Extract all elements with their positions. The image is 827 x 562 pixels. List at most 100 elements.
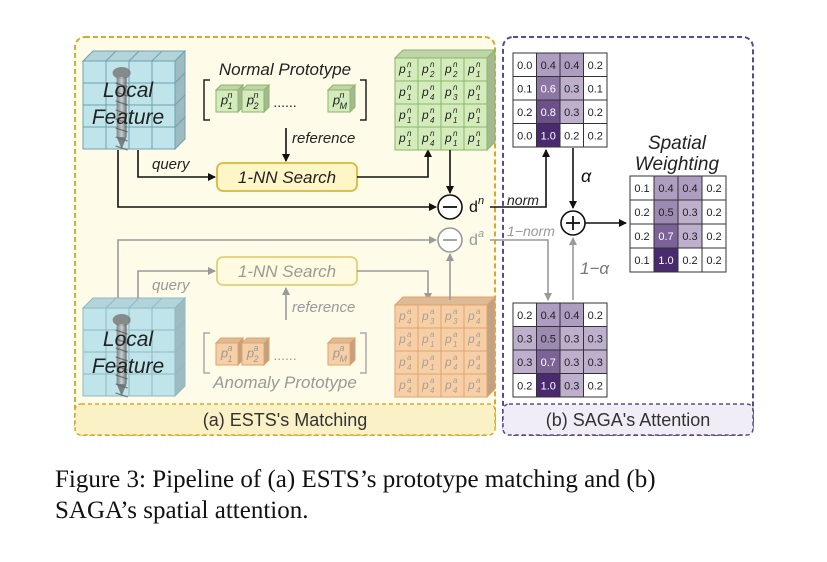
- svg-text:1: 1: [430, 340, 434, 349]
- matrix-value: 0.3: [588, 357, 603, 369]
- svg-text:p: p: [421, 355, 429, 369]
- svg-text:n: n: [476, 106, 481, 115]
- svg-text:n: n: [478, 195, 484, 207]
- svg-text:d: d: [469, 232, 478, 249]
- svg-text:2: 2: [429, 70, 435, 79]
- matrix-value: 0.3: [682, 231, 697, 243]
- svg-text:M: M: [339, 354, 347, 364]
- svg-text:4: 4: [430, 139, 435, 148]
- matrix-value: 0.0: [517, 130, 532, 142]
- svg-text:p: p: [220, 346, 228, 361]
- svg-text:p: p: [398, 332, 406, 346]
- matrix-value: 0.5: [658, 207, 673, 219]
- matrix-cell: [583, 123, 608, 148]
- anomaly-norm-arrow: [490, 239, 552, 301]
- svg-text:n: n: [453, 106, 458, 115]
- svg-text:a: a: [253, 343, 258, 353]
- matrix-value: 0.4: [541, 310, 556, 322]
- svg-text:4: 4: [407, 340, 412, 349]
- spatial-title-line2: Weighting: [635, 154, 720, 175]
- matrix-value: 0.4: [541, 60, 556, 72]
- svg-text:n: n: [430, 106, 435, 115]
- normal-prototype-title: Normal Prototype: [219, 60, 351, 79]
- svg-text:p: p: [421, 108, 429, 122]
- svg-text:4: 4: [453, 363, 458, 372]
- matrix-cell: [677, 175, 703, 201]
- svg-text:p: p: [444, 378, 452, 392]
- matrix-value: 1.0: [541, 130, 556, 142]
- matrix-value: 0.4: [658, 183, 673, 195]
- svg-text:p: p: [421, 62, 429, 76]
- svg-text:n: n: [430, 83, 435, 92]
- svg-text:a: a: [430, 376, 435, 385]
- svg-text:a: a: [430, 307, 435, 316]
- normal-local-feature-cube: [81, 49, 187, 151]
- svg-text:a: a: [476, 330, 481, 339]
- normal-subtract-node: [437, 194, 463, 220]
- svg-text:n: n: [453, 83, 458, 92]
- anomaly-subtract-node: [437, 227, 463, 253]
- svg-text:Feature: Feature: [92, 106, 164, 129]
- matrix-cell: [653, 247, 679, 273]
- svg-text:p: p: [467, 355, 475, 369]
- panel-b-label-box: [502, 403, 754, 436]
- matrix-value: 0.0: [517, 60, 532, 72]
- svg-text:a: a: [430, 353, 435, 362]
- svg-text:3: 3: [453, 93, 458, 102]
- svg-text:p: p: [398, 62, 406, 76]
- normal-norm-arrow: [490, 149, 550, 208]
- svg-text:a: a: [339, 343, 344, 353]
- svg-text:1: 1: [407, 93, 411, 102]
- svg-text:4: 4: [430, 116, 435, 125]
- svg-text:p: p: [332, 346, 340, 361]
- matrix-value: 0.4: [682, 183, 697, 195]
- svg-text:p: p: [467, 378, 475, 392]
- anomaly-prototype-title: Anomaly Prototype: [212, 373, 357, 392]
- svg-text:n: n: [227, 90, 232, 100]
- normal-norm-label: norm: [507, 192, 539, 208]
- svg-text:1: 1: [227, 354, 232, 364]
- svg-text:1: 1: [476, 70, 480, 79]
- svg-text:n: n: [476, 83, 481, 92]
- normal-1nn-search-label: 1-NN Search: [238, 168, 336, 187]
- svg-text:p: p: [444, 62, 452, 76]
- matrix-value: 0.2: [706, 183, 721, 195]
- svg-text:4: 4: [476, 317, 481, 326]
- matrix-value: 1.0: [658, 255, 673, 267]
- svg-text:3: 3: [430, 317, 435, 326]
- matrix-cell: [677, 247, 703, 273]
- svg-text:1: 1: [407, 70, 411, 79]
- svg-text:a: a: [476, 353, 481, 362]
- matrix-value: 0.7: [541, 357, 556, 369]
- svg-text:1: 1: [453, 340, 457, 349]
- svg-text:Feature: Feature: [92, 355, 164, 378]
- svg-text:a: a: [453, 376, 458, 385]
- svg-text:1: 1: [476, 116, 480, 125]
- svg-text:1: 1: [407, 116, 411, 125]
- svg-text:a: a: [407, 353, 412, 362]
- svg-text:4: 4: [476, 363, 481, 372]
- matrix-cell: [701, 223, 727, 249]
- figure-caption: Figure 3: Pipeline of (a) ESTS’s prototy…: [55, 464, 795, 526]
- normal-local-feature-label: Local Feature: [92, 79, 164, 129]
- anomaly-local-feature-label: Local Feature: [92, 328, 164, 378]
- svg-text:2: 2: [252, 101, 258, 111]
- matrix-value: 0.3: [682, 207, 697, 219]
- matrix-value: 0.2: [682, 255, 697, 267]
- normal-query-label: query: [152, 156, 191, 173]
- svg-text:d: d: [469, 199, 478, 216]
- svg-text:3: 3: [453, 317, 458, 326]
- svg-text:4: 4: [476, 386, 481, 395]
- svg-text:2: 2: [452, 70, 458, 79]
- matrix-value: 0.2: [588, 60, 603, 72]
- svg-text:......: ......: [273, 347, 296, 363]
- matrix-value: 0.1: [634, 255, 649, 267]
- svg-text:p: p: [467, 108, 475, 122]
- matrix-value: 0.8: [541, 107, 556, 119]
- svg-text:4: 4: [430, 386, 435, 395]
- svg-text:1: 1: [407, 139, 411, 148]
